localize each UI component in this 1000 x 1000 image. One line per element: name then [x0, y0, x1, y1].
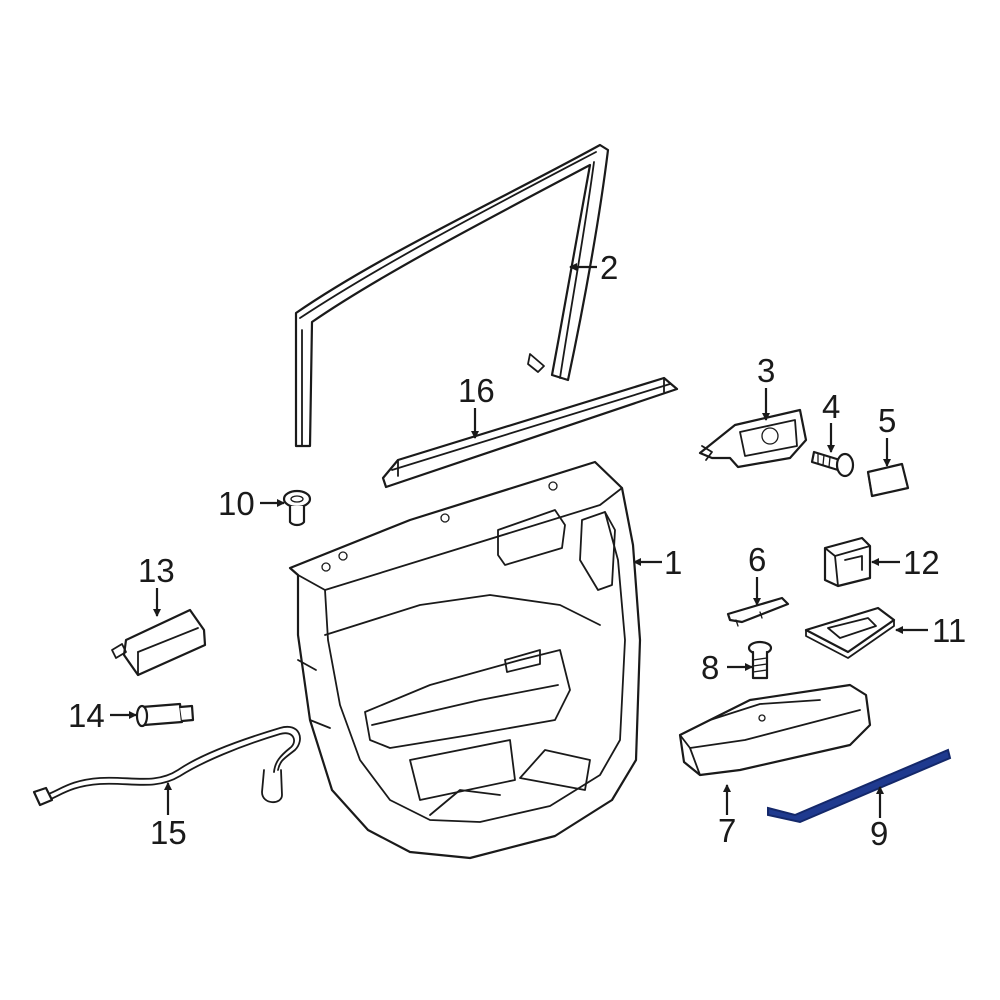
callout-15: 15	[150, 814, 187, 851]
callout-numbers: 1 2 3 4 5 6 7 8 9 10 11 12 13 14 15 16	[68, 249, 966, 852]
leader-lines	[110, 263, 928, 818]
callout-12: 12	[903, 544, 940, 581]
callout-1: 1	[664, 544, 682, 581]
callout-3: 3	[757, 352, 775, 389]
part-9-trim-strip[interactable]	[767, 748, 952, 824]
part-8-bolt[interactable]	[747, 640, 773, 680]
callout-16: 16	[458, 372, 495, 409]
part-12-switch-housing[interactable]	[823, 536, 872, 588]
callout-7: 7	[718, 812, 736, 849]
part-11-switch-bezel[interactable]	[804, 606, 896, 659]
callout-13: 13	[138, 552, 175, 589]
callout-5: 5	[878, 402, 896, 439]
part-5-cap[interactable]	[866, 462, 910, 498]
part-13-module[interactable]	[111, 608, 207, 677]
callout-2: 2	[600, 249, 618, 286]
part-10-clip[interactable]	[282, 489, 312, 527]
part-4-screw[interactable]	[810, 450, 855, 478]
part-6-bezel[interactable]	[726, 596, 790, 627]
part-7-armrest[interactable]	[678, 683, 872, 777]
callout-14: 14	[68, 697, 105, 734]
part-15-wire-harness[interactable]	[32, 725, 301, 807]
part-16-belt-weatherstrip[interactable]	[381, 376, 679, 489]
part-2-glass-run-channel[interactable]	[294, 143, 610, 448]
callout-10: 10	[218, 485, 255, 522]
callout-9: 9	[870, 815, 888, 852]
part-3-inside-handle[interactable]	[698, 408, 808, 469]
callout-4: 4	[822, 388, 840, 425]
callout-8: 8	[701, 649, 719, 686]
callout-11: 11	[932, 612, 966, 649]
callout-6: 6	[748, 541, 766, 578]
part-1-door-trim-panel[interactable]	[288, 460, 642, 860]
part-14-bulb[interactable]	[135, 702, 195, 728]
